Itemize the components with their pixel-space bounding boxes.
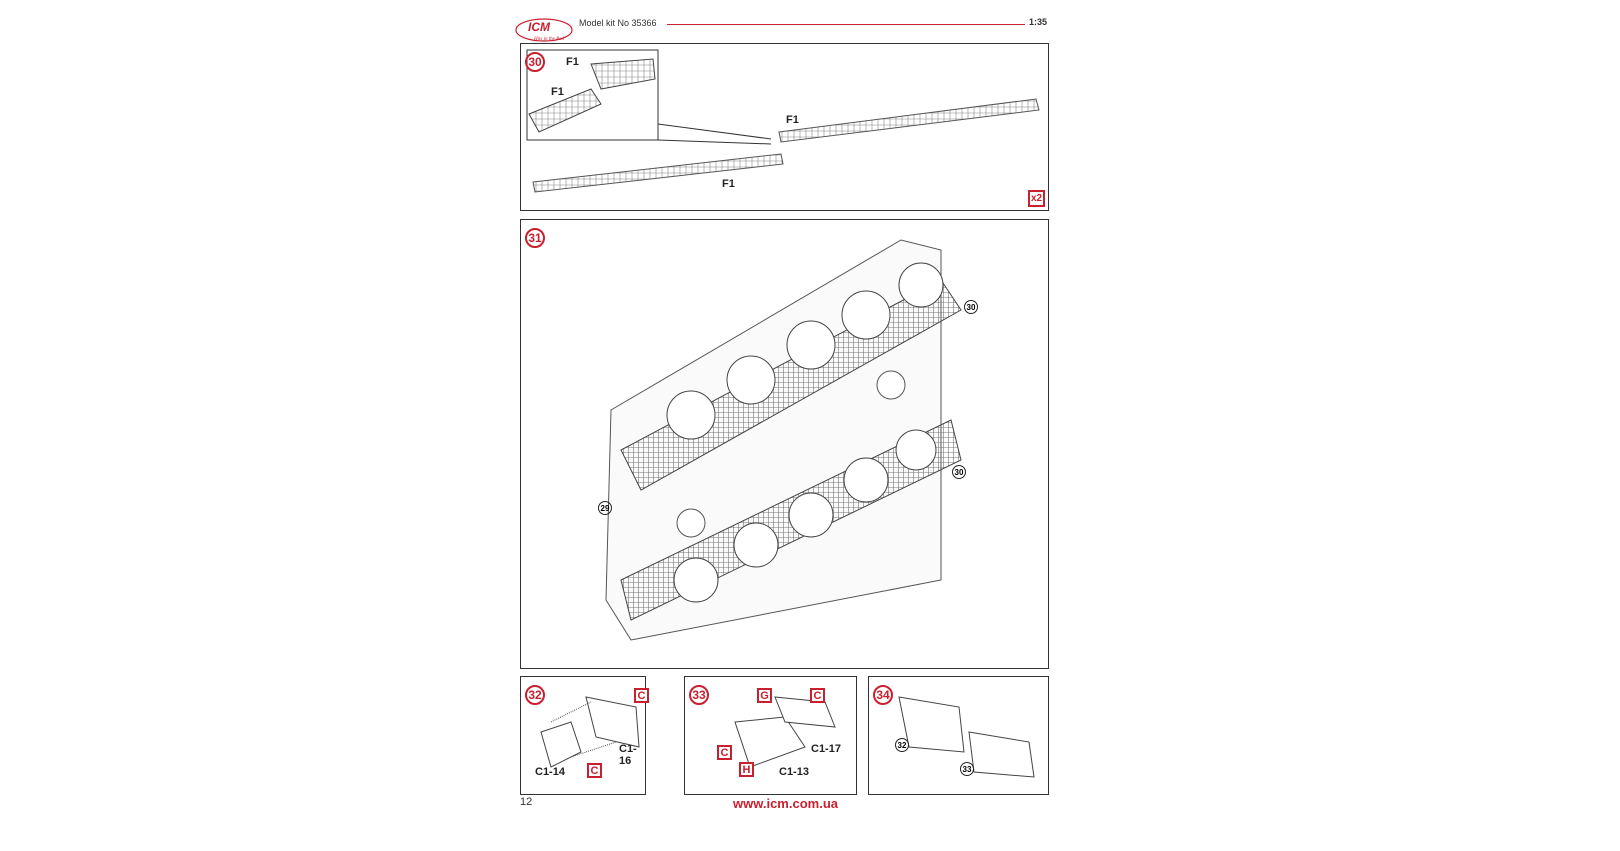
part-sprue-badge: H: [739, 762, 754, 777]
step-number: 32: [525, 685, 545, 705]
svg-text:ICM: ICM: [528, 20, 551, 34]
step-31-panel: 31 30 30 29: [520, 219, 1049, 669]
part-sprue-badge: C: [717, 745, 732, 760]
part-drawing: [734, 696, 836, 768]
part-label: F1: [722, 178, 735, 190]
part-sprue-badge: G: [757, 688, 772, 703]
kit-number: Model kit No 35366: [579, 18, 657, 28]
part-label: F1: [786, 114, 799, 126]
hull-tracks-drawing: [605, 239, 962, 641]
step-ref: 32: [895, 738, 909, 752]
part-label: C1-14: [535, 766, 565, 778]
part-drawing: [540, 696, 640, 768]
part-sprue-badge: C: [810, 688, 825, 703]
icm-logo: ICM Hits in the Red: [514, 15, 576, 43]
step-number: 34: [873, 685, 893, 705]
part-label: C1-17: [811, 743, 841, 755]
page-number: 12: [520, 796, 533, 808]
step-ref: 33: [960, 762, 974, 776]
step-number: 33: [689, 685, 709, 705]
scale: 1:35: [1029, 17, 1048, 27]
svg-text:Hits in the Red: Hits in the Red: [533, 37, 564, 42]
part-label: F1: [551, 86, 564, 98]
track-assembly-drawing: [526, 49, 1040, 193]
step-32-panel: 32 C C1-16 C1-14 C: [520, 676, 649, 795]
step-ref: 29: [598, 501, 612, 515]
part-label: C1-13: [779, 766, 809, 778]
multiplier-badge: x2: [1028, 190, 1045, 207]
step-number: 31: [525, 228, 545, 248]
step-30-panel: 30 F1 F1 F1 F1 x2: [520, 43, 1049, 211]
step-ref: 30: [952, 465, 966, 479]
part-label: C1-16: [619, 743, 637, 767]
website-link[interactable]: www.icm.com.ua: [733, 796, 838, 811]
header-rule: [667, 24, 1025, 25]
step-33-panel: 33 G C C1-17 C H C1-13: [684, 676, 857, 795]
part-label: F1: [566, 56, 579, 68]
step-34-panel: 34 32 33: [868, 676, 1049, 795]
part-sprue-badge: C: [634, 688, 649, 703]
step-number: 30: [525, 52, 545, 72]
step-ref: 30: [964, 300, 978, 314]
part-drawing: [898, 696, 1035, 778]
part-sprue-badge: C: [587, 763, 602, 778]
